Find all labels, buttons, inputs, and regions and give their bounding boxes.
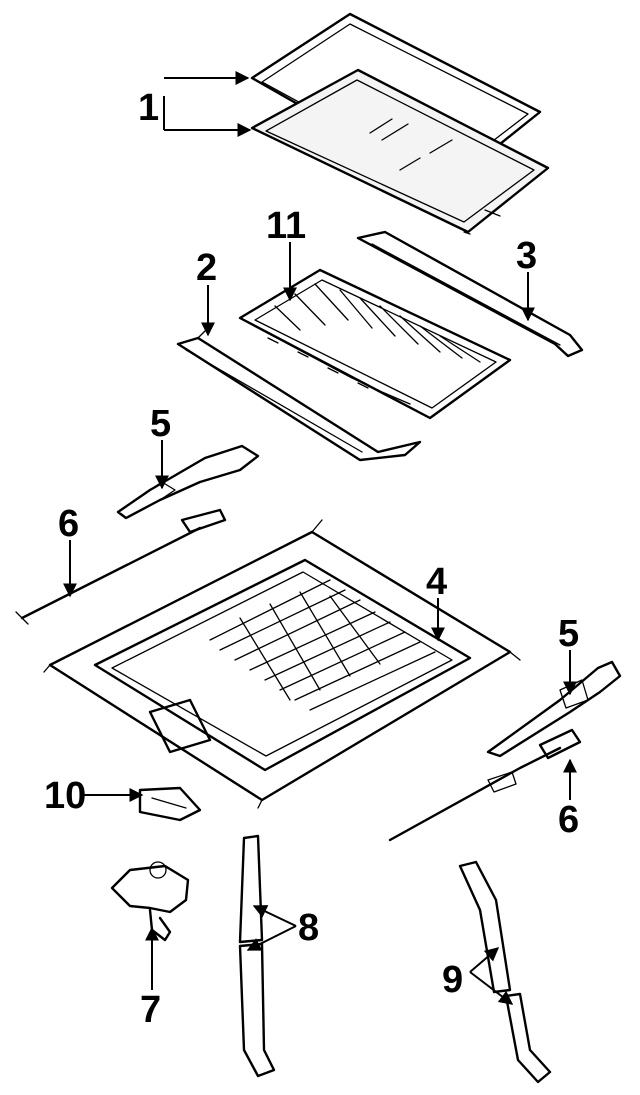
callout-3: 3	[516, 235, 537, 277]
sunshade-panel	[238, 268, 512, 420]
callout-11: 11	[266, 205, 306, 247]
callout-6-right: 6	[558, 799, 579, 841]
callout-5-right: 5	[558, 613, 579, 655]
rear-rail	[356, 230, 584, 358]
callout-labels: 1 2 11 3 5 6 4 5 6 10 7 8 9	[44, 87, 579, 1031]
drive-cable-left	[15, 508, 227, 625]
callout-5-left: 5	[150, 403, 171, 445]
callout-7: 7	[140, 989, 161, 1031]
mounting-bracket	[138, 786, 202, 822]
sunroof-motor	[110, 861, 190, 942]
drain-hose-rear	[458, 860, 552, 1084]
drive-cable-right	[388, 728, 582, 842]
sunroof-frame	[43, 519, 521, 809]
callout-2: 2	[196, 247, 217, 289]
glass-panel-and-seal	[250, 12, 550, 235]
callout-10: 10	[44, 775, 86, 817]
callout-4: 4	[426, 561, 447, 603]
guide-assembly-right	[486, 660, 622, 758]
callout-6-left: 6	[58, 503, 79, 545]
guide-assembly-left	[116, 444, 260, 520]
drain-hose-front	[238, 834, 276, 1078]
callout-1: 1	[138, 87, 159, 129]
callout-9: 9	[442, 959, 463, 1001]
callout-leaders	[63, 71, 577, 1005]
callout-8: 8	[298, 907, 319, 949]
